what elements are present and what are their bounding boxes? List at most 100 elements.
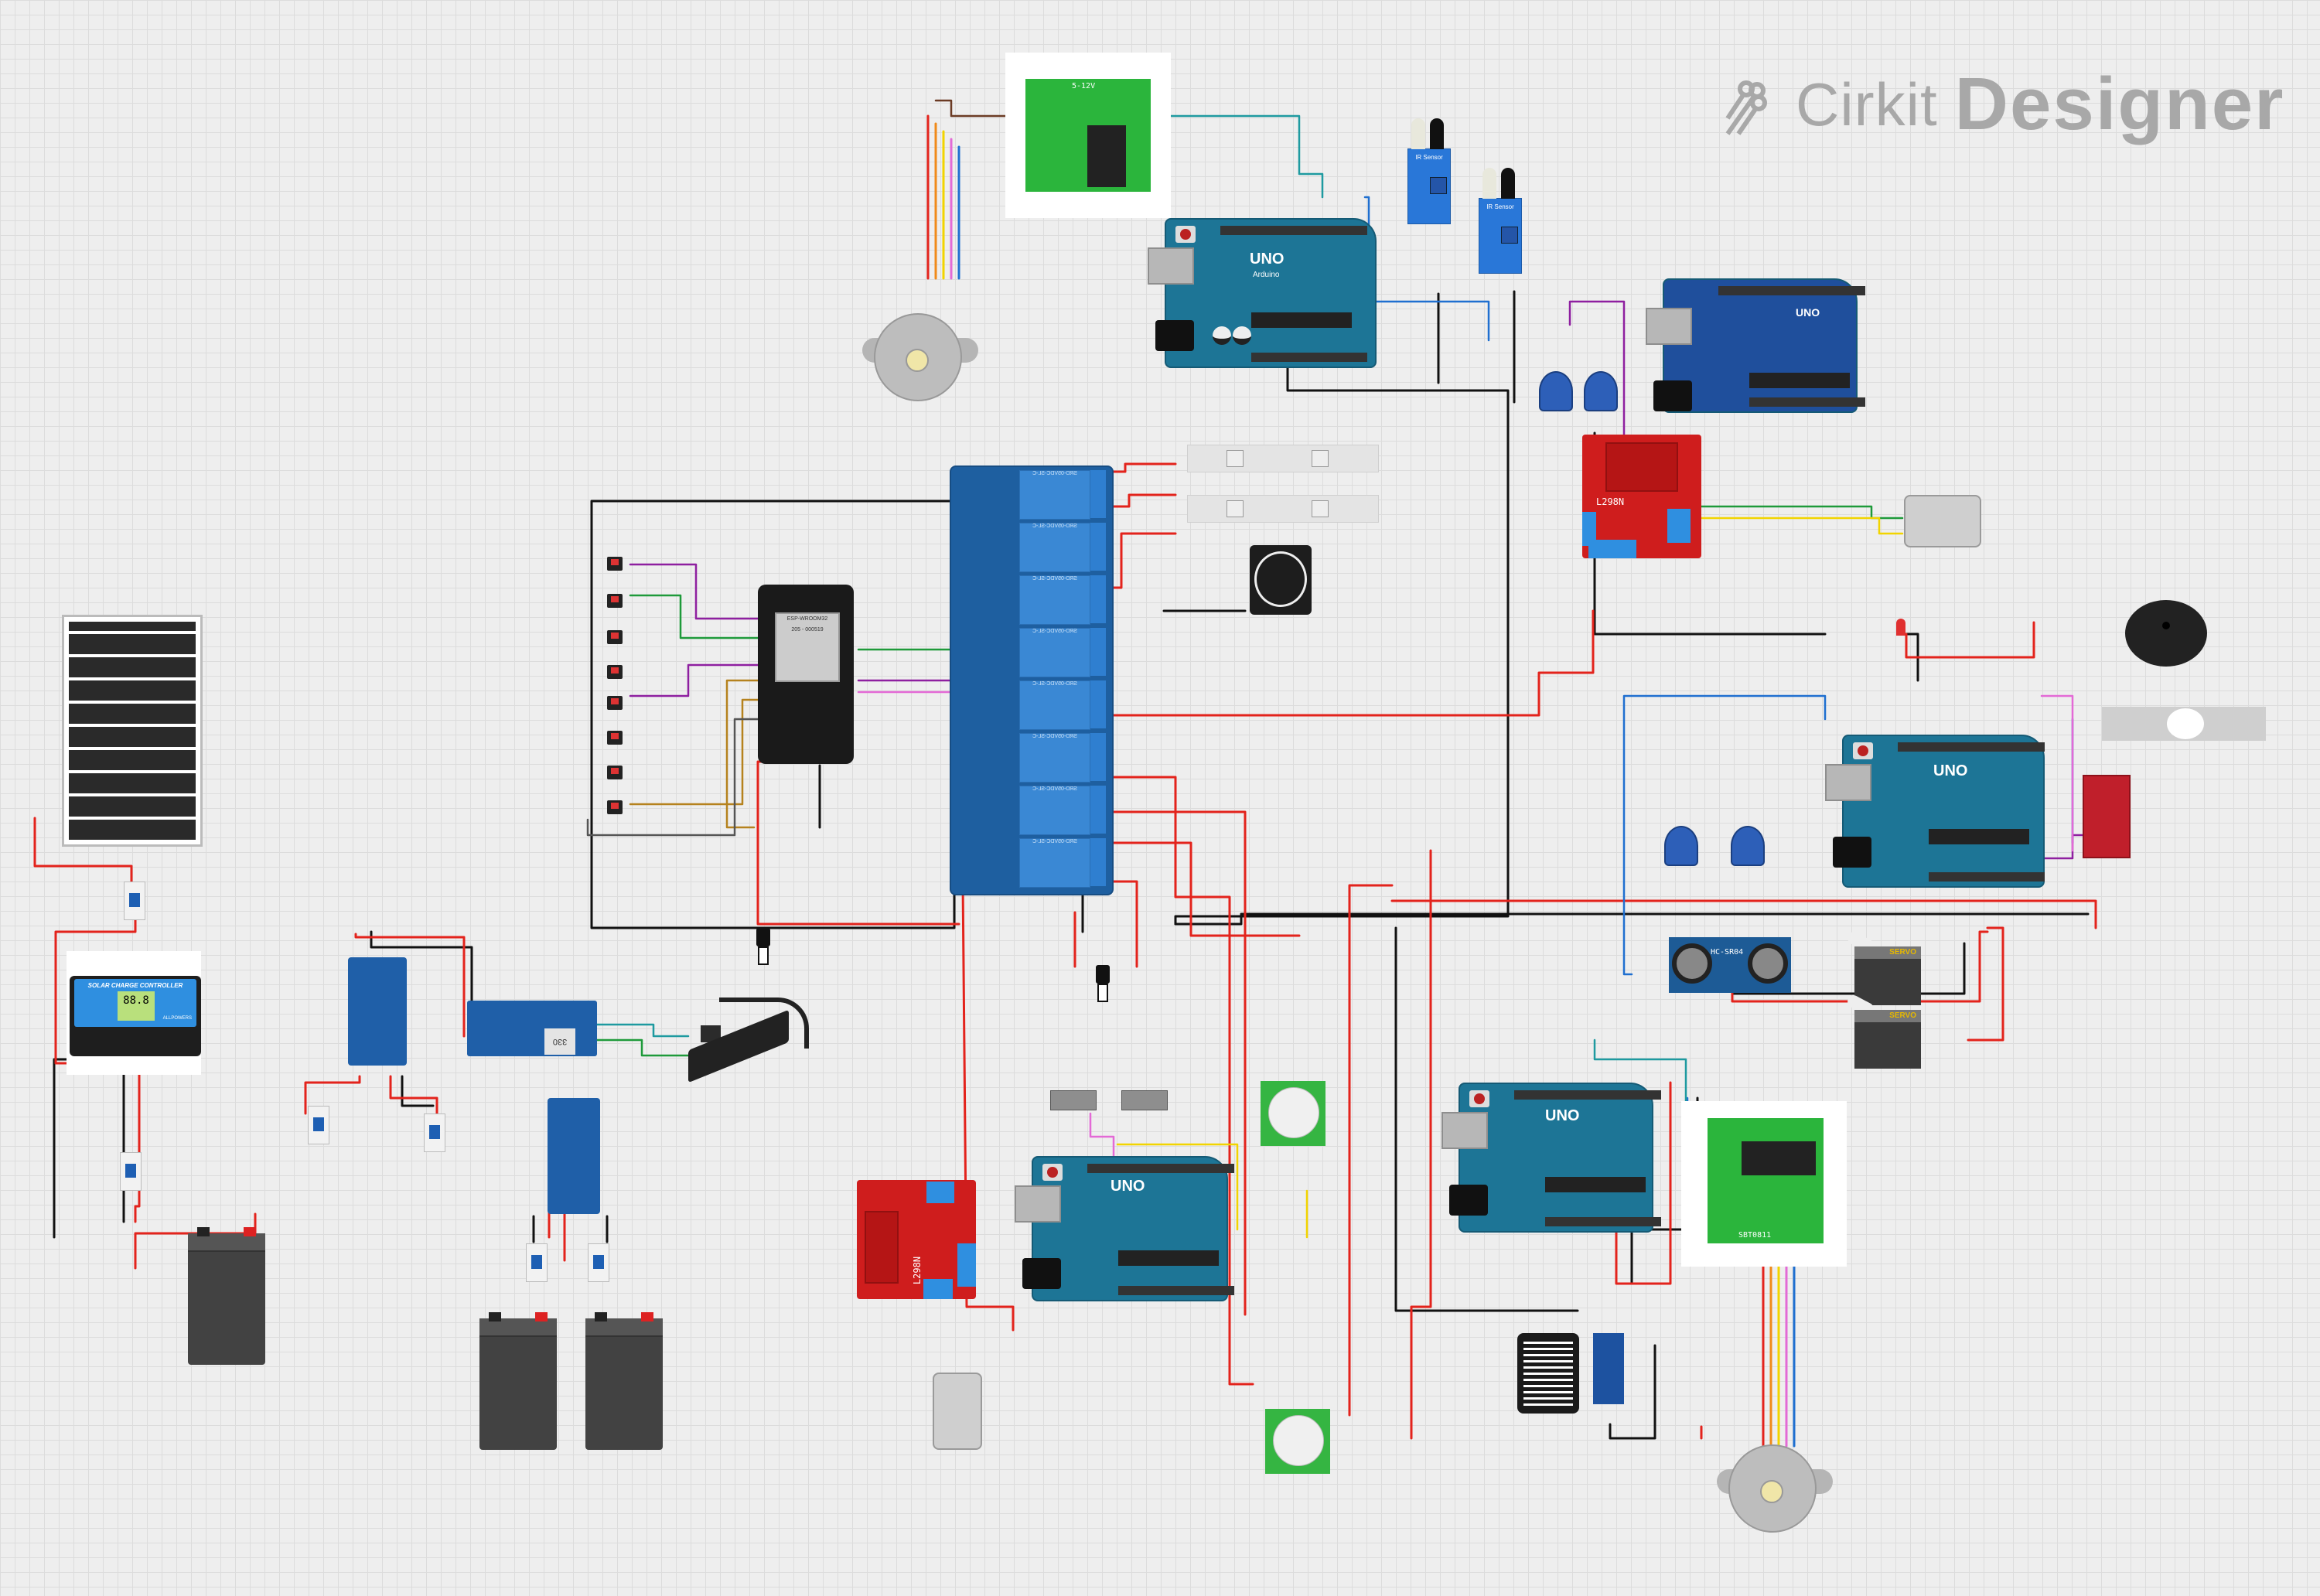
controller-display: 88.8 (118, 991, 155, 1021)
l298n-driver-bottom[interactable]: L298N (857, 1180, 976, 1299)
arduino-uno-right[interactable]: UNO (1825, 735, 2045, 888)
sensitivity-pot[interactable] (1430, 177, 1447, 194)
rocker-switch-7[interactable] (607, 766, 623, 779)
circuit-breaker-4[interactable] (424, 1113, 445, 1152)
circuit-breaker-3[interactable] (308, 1106, 329, 1144)
potentiometer-1[interactable] (1539, 371, 1573, 411)
mcu-chip (1118, 1250, 1219, 1266)
circuit-breaker-2[interactable] (120, 1152, 142, 1191)
load-cell[interactable] (2102, 707, 2266, 741)
stepper-motor-top[interactable] (862, 290, 978, 406)
rocker-switch-8[interactable] (607, 800, 623, 814)
potentiometer-4[interactable] (1731, 826, 1765, 866)
usb-plug-1[interactable] (755, 928, 772, 968)
pir-sensor-2[interactable] (1265, 1409, 1330, 1474)
ir-sensor-label: IR Sensor (1486, 203, 1514, 210)
solar-panel[interactable] (62, 615, 203, 847)
relay-1: SRD-05VDC-SL-C (1019, 470, 1090, 520)
usb-plug-2[interactable] (1094, 965, 1111, 1005)
digital-header (1898, 742, 2045, 752)
led-strip-1[interactable] (1187, 445, 1379, 472)
rain-sensor-plate[interactable] (1517, 1333, 1579, 1414)
circuit-breaker-6[interactable] (588, 1243, 609, 1282)
battery-2[interactable] (479, 1312, 557, 1450)
potentiometer-3[interactable] (1664, 826, 1698, 866)
battery-3[interactable] (585, 1312, 663, 1450)
plug-housing (1096, 965, 1110, 984)
wire (1622, 694, 1827, 976)
reset-button[interactable] (1469, 1090, 1489, 1107)
wire (1112, 462, 1177, 473)
battery-charge-relay-1[interactable] (348, 957, 407, 1066)
pir-dome (1268, 1087, 1319, 1138)
terminal-out3-out4 (1667, 509, 1691, 543)
dc-motor-bottom[interactable] (933, 1373, 982, 1450)
rgb-led (1227, 450, 1244, 467)
board-label: UNO (1796, 306, 1820, 319)
piezo-buzzer[interactable] (2125, 600, 2207, 667)
stepper-motor-bottom[interactable] (1717, 1421, 1833, 1537)
power-analog-header (1545, 1217, 1661, 1226)
relay-4: SRD-05VDC-SL-C (1019, 628, 1090, 677)
ir-sensor-2[interactable]: IR Sensor (1479, 168, 1522, 274)
usb-hub[interactable] (681, 990, 812, 1090)
servo-1[interactable]: SERVO (1845, 929, 1921, 1005)
board-brand: Arduino (1253, 271, 1280, 279)
wire (389, 1075, 438, 1115)
red-led[interactable] (1896, 619, 1905, 636)
rocker-switch-2[interactable] (607, 594, 623, 608)
sensitivity-pot[interactable] (1501, 227, 1518, 244)
circuit-logo-icon (1725, 80, 1767, 135)
rocker-switch-1[interactable] (607, 557, 623, 571)
hub-cable (719, 998, 809, 1049)
wire (1390, 899, 2097, 929)
limit-switch-1[interactable] (1050, 1090, 1097, 1110)
power-jack (1022, 1258, 1061, 1289)
rocker-switch-4[interactable] (607, 665, 623, 679)
uln2003-driver-top[interactable]: 5-12V (1025, 79, 1151, 192)
battery-negative (197, 1227, 210, 1236)
relay-terminal-4 (1090, 628, 1106, 676)
limit-switch-2[interactable] (1121, 1090, 1168, 1110)
arduino-uno-bottom-center[interactable]: UNO (1015, 1156, 1234, 1301)
servo-2[interactable]: SERVO (1845, 993, 1921, 1069)
plug-housing (756, 928, 770, 946)
wire (594, 1038, 690, 1057)
buck-converter[interactable]: 330 (467, 1001, 597, 1056)
rocker-switch-5[interactable] (607, 696, 623, 710)
wire (1615, 1081, 1672, 1285)
arduino-uno-top-right[interactable]: UNO (1646, 278, 1865, 413)
circuit-breaker-1[interactable] (124, 882, 145, 920)
rain-traces (1523, 1341, 1573, 1406)
wire (1731, 930, 1989, 1003)
arduino-uno-top[interactable]: UNO Arduino (1148, 218, 1377, 368)
dc-motor-top[interactable] (1904, 495, 1981, 547)
circuit-breaker-5[interactable] (526, 1243, 548, 1282)
ir-receiver-led (1430, 118, 1444, 149)
pir-sensor-1[interactable] (1261, 1081, 1325, 1146)
controller-panel: SOLAR CHARGE CONTROLLER 88.8 ALLPOWERS (74, 979, 196, 1027)
reset-button[interactable] (1175, 226, 1196, 243)
wire (1394, 926, 1579, 1312)
l298n-driver-top[interactable]: L298N (1582, 435, 1701, 558)
uln2003-driver-bottom[interactable]: SBT0811 (1708, 1118, 1824, 1243)
hx711-amplifier[interactable] (2083, 775, 2131, 858)
potentiometer-2[interactable] (1584, 371, 1618, 411)
dc-fan[interactable] (1250, 545, 1312, 615)
rain-sensor-module[interactable] (1593, 1333, 1624, 1404)
led-strip-2[interactable] (1187, 495, 1379, 523)
usb-port (1825, 764, 1871, 801)
ultrasonic-sensor[interactable]: HC-SR04 (1669, 937, 1791, 993)
wire (1112, 776, 1254, 1386)
arduino-uno-bottom-right[interactable]: UNO (1441, 1083, 1661, 1233)
reset-button[interactable] (1853, 742, 1873, 759)
battery-charge-relay-2[interactable] (548, 1098, 600, 1214)
ir-sensor-1[interactable]: IR Sensor (1407, 118, 1451, 224)
wire (1174, 912, 2090, 926)
esp32-devkit[interactable]: ESP-WROOM32 205 - 000519 (758, 585, 854, 764)
reset-button[interactable] (1042, 1164, 1063, 1181)
battery-1[interactable] (188, 1227, 265, 1365)
rocker-switch-6[interactable] (607, 731, 623, 745)
rocker-switch-3[interactable] (607, 630, 623, 644)
solar-charge-controller[interactable]: SOLAR CHARGE CONTROLLER 88.8 ALLPOWERS (70, 976, 201, 1056)
